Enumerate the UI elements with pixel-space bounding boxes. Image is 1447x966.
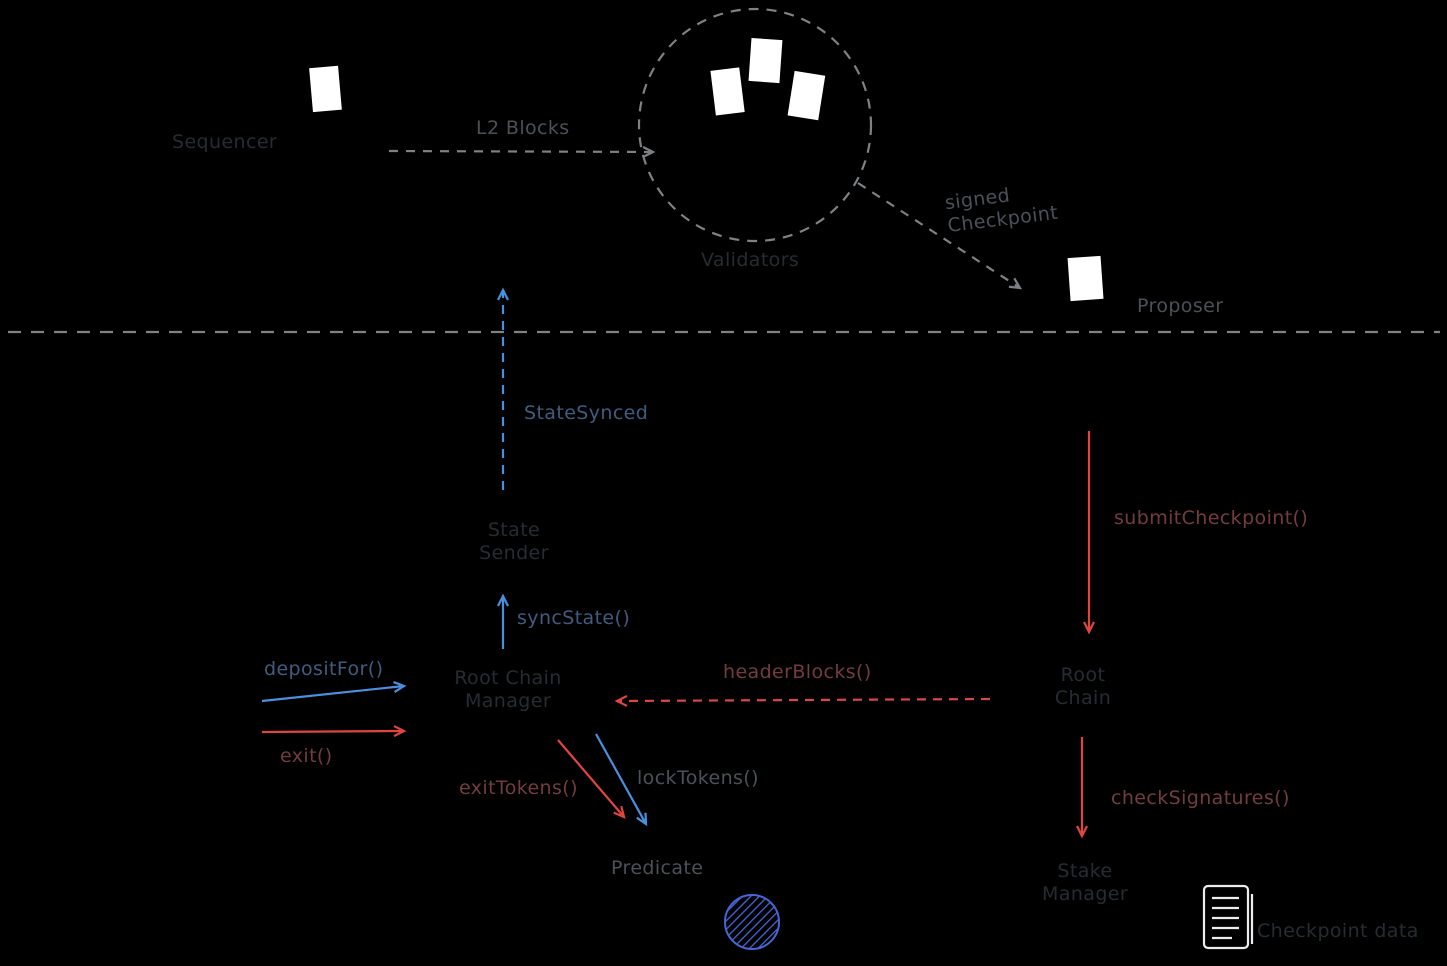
state-synced-label: StateSynced xyxy=(524,402,649,424)
sync-state-label: syncState() xyxy=(517,607,631,629)
document-icon xyxy=(1202,884,1254,950)
token-circle-icon xyxy=(724,894,780,950)
root-chain-manager-label: Root Chain Manager xyxy=(454,667,562,712)
sequencer-block-icon xyxy=(309,65,342,113)
check-signatures-label: checkSignatures() xyxy=(1111,787,1290,809)
lock-tokens-arrow xyxy=(595,733,648,827)
signed-checkpoint-arrow xyxy=(857,182,1023,290)
l2-blocks-label: L2 Blocks xyxy=(476,117,570,139)
deposit-for-arrow xyxy=(261,681,407,703)
proposer-label: Proposer xyxy=(1137,295,1224,317)
validators-circle xyxy=(637,7,873,243)
exit-tokens-label: exitTokens() xyxy=(459,777,578,799)
root-chain-label: Root Chain xyxy=(1054,664,1112,709)
l2-blocks-arrow xyxy=(388,145,656,158)
validators-label: Validators xyxy=(701,249,800,271)
state-sender-label: State Sender xyxy=(479,519,549,564)
header-blocks-arrow xyxy=(614,694,991,707)
header-blocks-label: headerBlocks() xyxy=(723,661,872,683)
stake-manager-label: Stake Manager xyxy=(1042,860,1129,905)
exit-label: exit() xyxy=(280,745,333,767)
exit-arrow xyxy=(261,725,407,738)
validator-blocks-icon xyxy=(710,38,826,121)
proposer-block-icon xyxy=(1067,255,1104,302)
submit-checkpoint-label: submitCheckpoint() xyxy=(1114,507,1309,529)
deposit-for-label: depositFor() xyxy=(264,658,384,680)
sequencer-label: Sequencer xyxy=(172,131,278,153)
exit-tokens-arrow xyxy=(557,739,626,819)
checkpoint-doc-label: Checkpoint data xyxy=(1257,920,1419,942)
predicate-label: Predicate xyxy=(611,857,704,879)
lock-tokens-label: lockTokens() xyxy=(637,767,759,789)
